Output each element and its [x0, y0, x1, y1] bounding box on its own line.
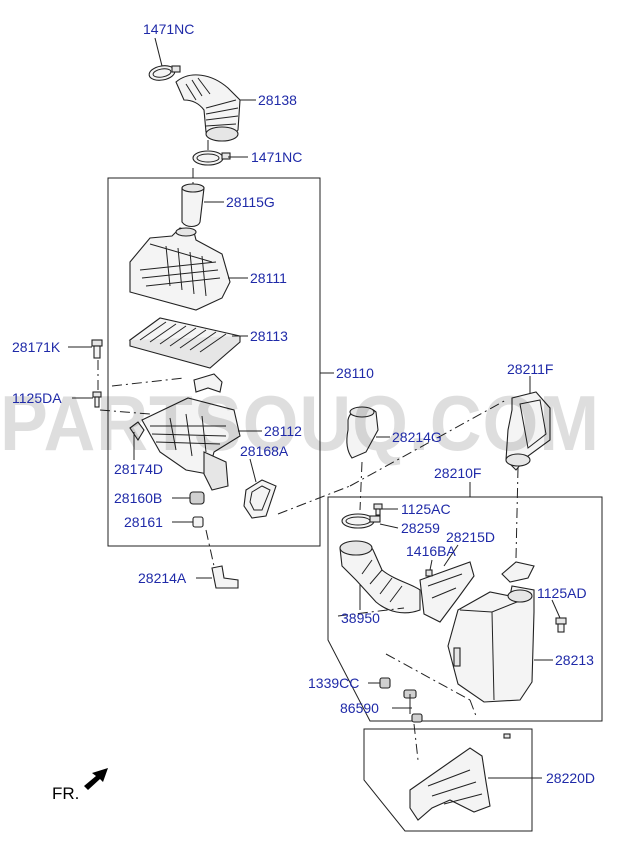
callout-28214A: 28214A: [138, 570, 187, 586]
callout-1471NC-mid: 1471NC: [251, 149, 302, 165]
callout-1471NC-top: 1471NC: [143, 21, 194, 37]
callout-28259: 28259: [401, 520, 440, 536]
callout-86590: 86590: [340, 700, 379, 716]
hose-clamp-mid-drawing: [192, 150, 231, 166]
callout-28215D: 28215D: [446, 529, 495, 545]
bracket-drawing: [193, 373, 223, 393]
gasket-drawing: [243, 479, 277, 519]
bracket-28215D-drawing: [419, 561, 475, 623]
leader-lines: [68, 37, 561, 779]
intake-hose-drawing: [175, 74, 241, 142]
callout-1416BA: 1416BA: [406, 543, 456, 559]
callout-38950: 38950: [341, 610, 380, 626]
callout-28210F: 28210F: [434, 465, 481, 481]
callout-28138: 28138: [258, 92, 297, 108]
pipe-28214G-drawing: [346, 406, 379, 459]
hose-clamp-top-drawing: [148, 65, 181, 81]
clamp-28259-drawing: [341, 513, 381, 529]
callout-28110: 28110: [336, 365, 374, 381]
bolt-1416BA-drawing: [425, 569, 433, 577]
clip-86590-drawing: [403, 689, 423, 723]
hose-38950-drawing: [339, 540, 421, 614]
watermark: PARTSOUQ.COM: [0, 379, 600, 467]
resonator-pipe-drawing: [181, 183, 205, 228]
connection-lines: [97, 140, 519, 761]
callout-28174D: 28174D: [114, 461, 163, 477]
callout-1125AC: 1125AC: [401, 501, 451, 517]
callout-1125DA: 1125DA: [12, 390, 62, 406]
grommet-28160B-drawing: [189, 491, 205, 505]
front-direction-indicator: FR.: [52, 768, 108, 803]
air-cleaner-case-drawing: [129, 397, 241, 491]
callout-28211F: 28211F: [507, 361, 553, 377]
front-label: FR.: [52, 784, 79, 803]
lower-duct-28220D-drawing: [409, 733, 511, 821]
callout-1125AD: 1125AD: [537, 585, 587, 601]
duct-28211F-drawing: [505, 391, 551, 471]
callout-28111: 28111: [250, 270, 287, 286]
air-cleaner-cover-drawing: [129, 227, 231, 311]
screw-1125AC-drawing: [373, 503, 383, 516]
callout-28115G: 28115G: [226, 194, 275, 210]
bolt-1125DA-drawing: [92, 391, 102, 408]
front-arrow-icon: [84, 768, 108, 790]
air-cleaner-frame: [107, 177, 321, 547]
callout-28160B: 28160B: [114, 490, 162, 506]
intake-duct-frame: [327, 496, 603, 722]
grommet-28161-drawing: [192, 516, 204, 528]
callout-labels: 1471NC 28138 1471NC 28115G 28111 28113 2…: [12, 21, 595, 786]
callout-28161: 28161: [124, 514, 163, 530]
lower-duct-frame: [363, 728, 533, 832]
resonator-28213-drawing: [447, 585, 535, 703]
seal-ring-drawing: [501, 561, 535, 583]
bolt-28171K-drawing: [91, 339, 103, 359]
callout-28171K: 28171K: [12, 339, 61, 355]
callout-1339CC: 1339CC: [308, 675, 359, 691]
callout-28213: 28213: [555, 652, 594, 668]
nut-1339CC-drawing: [379, 677, 391, 689]
callout-28113: 28113: [250, 328, 288, 344]
callout-28112: 28112: [264, 423, 302, 439]
callout-28220D: 28220D: [546, 770, 595, 786]
bracket-28214A-drawing: [211, 565, 239, 589]
filter-element-drawing: [128, 317, 242, 369]
callout-28168A: 28168A: [240, 443, 289, 459]
callout-28214G: 28214G: [392, 429, 442, 445]
bolt-1125AD-drawing: [555, 617, 567, 633]
